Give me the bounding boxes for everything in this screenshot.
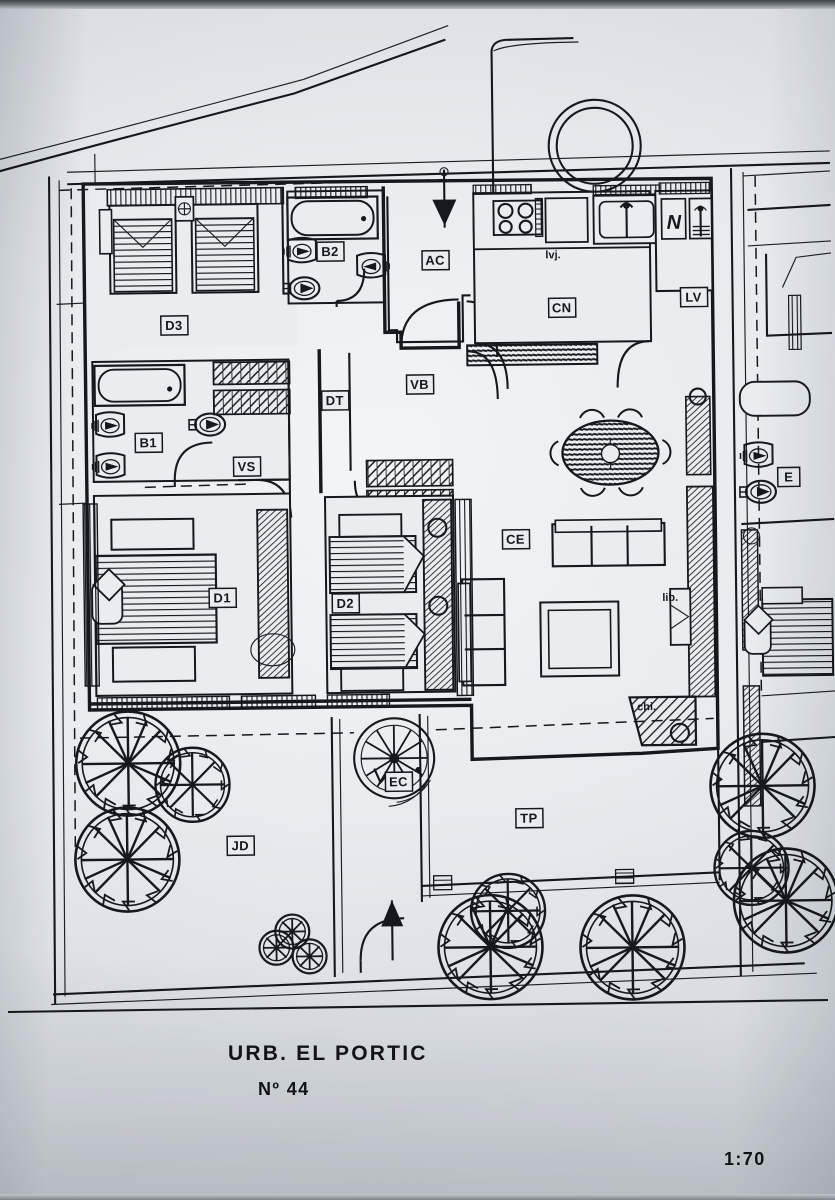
bathtub-b1 <box>93 363 186 408</box>
svg-text:VS: VS <box>237 459 255 474</box>
title-rule <box>7 998 829 1014</box>
bed-d1-double <box>91 517 218 683</box>
bathtub-b2 <box>286 185 379 241</box>
bed-d3-left <box>98 203 178 295</box>
bed-d3-right <box>190 202 260 294</box>
sofa-three-seat <box>551 518 666 568</box>
bed-d2-upper <box>328 513 425 595</box>
handwritten-scale: 1:70 <box>724 1149 766 1169</box>
svg-text:LV: LV <box>685 290 702 305</box>
room-label-e: E <box>776 466 801 488</box>
room-label-d3: D3 <box>159 315 189 336</box>
shrub <box>291 938 328 975</box>
svg-text:JD: JD <box>231 838 249 853</box>
svg-text:TP: TP <box>520 811 538 826</box>
room-label-d2: D2 <box>331 592 361 614</box>
neighbour-bed <box>743 586 835 677</box>
svg-text:B1: B1 <box>140 435 158 450</box>
paper-bottom-edge <box>0 1194 835 1200</box>
room-label-ce: CE <box>501 528 531 550</box>
handwritten-number: Nº 44 <box>258 1079 310 1099</box>
svg-text:CE: CE <box>506 532 525 547</box>
neighbour-bath <box>738 380 811 505</box>
room-label-b2: B2 <box>316 241 345 262</box>
garden-entry-arrow <box>381 900 404 961</box>
tree <box>153 746 232 824</box>
room-label-vs: VS <box>232 456 262 477</box>
annotation-chi: chi. <box>637 701 656 713</box>
handwritten-title: URB. EL PORTIC <box>228 1042 428 1065</box>
svg-text:B2: B2 <box>321 244 339 259</box>
laundry-sink <box>688 197 713 240</box>
svg-text:VB: VB <box>410 377 429 392</box>
washer-symbol: N <box>667 212 682 234</box>
annotation-lib: lib. <box>662 592 678 604</box>
annotation-lvj: lvj. <box>545 249 560 261</box>
room-label-ac: AC <box>421 249 450 271</box>
svg-text:D2: D2 <box>336 596 354 611</box>
svg-text:CN: CN <box>552 300 572 315</box>
shrub <box>273 913 311 950</box>
room-label-tp: TP <box>515 807 544 829</box>
room-label-ec: EC <box>384 771 414 793</box>
svg-text:DT: DT <box>326 393 344 408</box>
svg-text:AC: AC <box>425 253 445 268</box>
room-label-vb: VB <box>405 374 435 395</box>
room-label-group: D3 B2 AC VB DT B1 VS D1 D2 CN LV CE TP E… <box>134 241 801 857</box>
dining-table <box>549 408 672 497</box>
svg-text:E: E <box>784 469 793 484</box>
hob <box>492 197 544 238</box>
svg-text:D1: D1 <box>213 590 231 605</box>
rug <box>539 600 621 678</box>
fireplace <box>628 695 698 747</box>
room-label-dt: DT <box>320 390 350 411</box>
tree <box>708 731 817 840</box>
room-label-cn: CN <box>547 297 577 319</box>
paper-top-edge <box>0 0 835 9</box>
room-label-d1: D1 <box>208 587 238 609</box>
tree <box>469 872 547 950</box>
kitchen-sink <box>592 194 661 245</box>
tree <box>732 846 835 955</box>
tree <box>73 805 182 914</box>
room-label-lv: LV <box>679 286 709 308</box>
room-label-b1: B1 <box>134 432 164 454</box>
svg-text:EC: EC <box>389 774 408 789</box>
room-label-jd: JD <box>226 835 256 857</box>
entrance-arrow <box>432 167 457 228</box>
spiral-stair <box>353 717 436 807</box>
svg-text:D3: D3 <box>165 318 183 333</box>
tree <box>578 893 687 1002</box>
